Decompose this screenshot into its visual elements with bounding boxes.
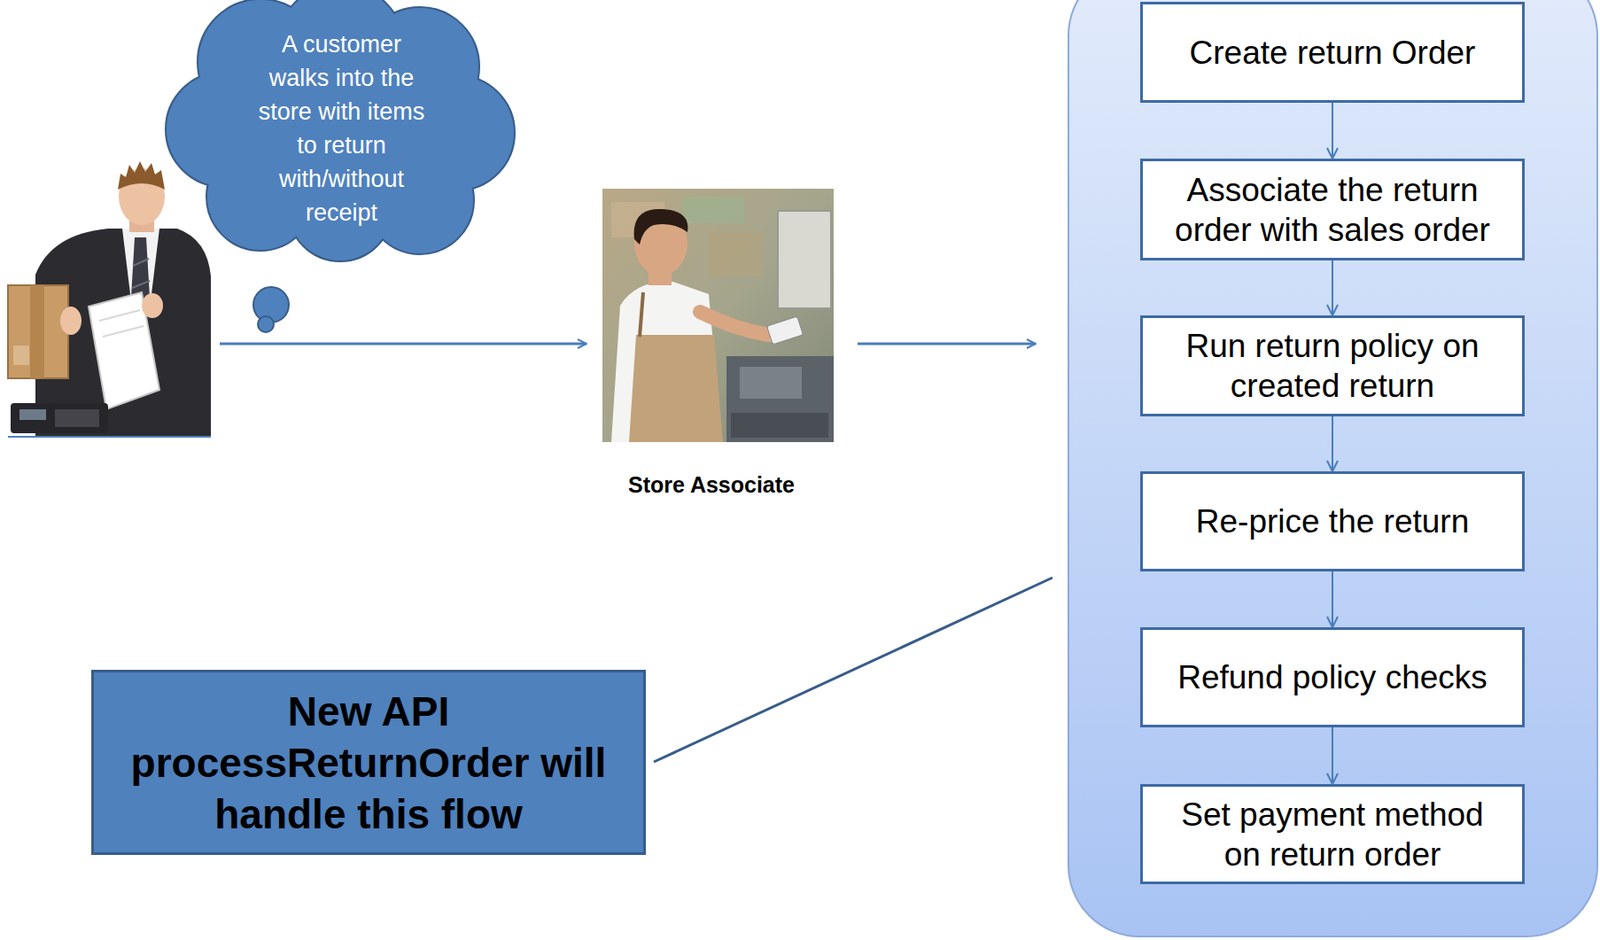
associate-arm: [699, 311, 769, 335]
callout-box: New API processReturnOrder will handle t…: [91, 669, 646, 855]
box-label: [13, 345, 30, 366]
customer-hair: [117, 161, 165, 190]
node-text: A customer walks into the store with ite…: [253, 27, 431, 230]
terminal-screen: [19, 409, 47, 420]
associate-shirt: [611, 281, 723, 443]
cloud-lobe: [247, 35, 434, 222]
cash-register: [726, 356, 834, 443]
register-drawer: [730, 412, 829, 438]
apron-strap: [639, 292, 644, 337]
customer-hand: [60, 306, 82, 335]
box-tape: [30, 285, 45, 379]
receipt-line: [99, 310, 140, 321]
customer-illustration: [7, 161, 211, 437]
node-text: Associate the return order with sales or…: [1166, 170, 1500, 250]
process-box: Associate the return order with sales or…: [1140, 158, 1525, 261]
tie-stripe: [132, 258, 149, 266]
node-text: New API processReturnOrder will handle t…: [107, 685, 630, 840]
flow-connector: [1331, 416, 1334, 472]
node-text: Create return Order: [1189, 32, 1476, 73]
process-box: Set payment method on return order: [1140, 784, 1525, 885]
flow-arrow: [219, 342, 587, 346]
process-box: Re-price the return: [1140, 471, 1525, 572]
flow-connector: [1331, 571, 1334, 628]
receipt-line: [102, 326, 144, 337]
thought-cloud: A customer walks into the store with ite…: [163, 0, 521, 257]
flow-connector: [1331, 260, 1334, 316]
cardboard-box: [7, 285, 69, 379]
cloud-lobe: [247, 35, 434, 222]
payment-card: [766, 316, 803, 345]
store-background: [602, 188, 834, 443]
monitor: [777, 210, 832, 309]
terminal-keys: [54, 409, 100, 428]
node-text: Set payment method on return order: [1166, 794, 1500, 875]
process-box: Refund policy checks: [1140, 627, 1525, 728]
card-terminal: [10, 403, 109, 434]
associate-illustration: [602, 188, 834, 443]
tie-stripe: [132, 280, 150, 288]
process-box: Run return policy on created return: [1140, 315, 1525, 417]
store-shelf: [708, 232, 762, 277]
image-caption: Store Associate: [578, 471, 845, 498]
flow-arrow: [857, 342, 1036, 346]
store-shelf: [682, 196, 745, 224]
flow-connector: [1331, 102, 1334, 159]
node-text: Refund policy checks: [1177, 657, 1488, 698]
associate-apron: [629, 334, 723, 443]
customer-hand: [141, 293, 164, 319]
flow-connector: [1331, 727, 1334, 785]
image-border: [7, 435, 211, 438]
thought-bubble: [257, 316, 274, 333]
process-box: Create return Order: [1140, 1, 1525, 103]
node-text: Re-price the return: [1196, 501, 1469, 542]
node-text: Run return policy on created return: [1166, 326, 1500, 406]
register-keys: [739, 366, 802, 399]
process-panel: [1068, 0, 1598, 937]
leader-line: [653, 577, 1053, 762]
associate-hair: [634, 209, 689, 245]
